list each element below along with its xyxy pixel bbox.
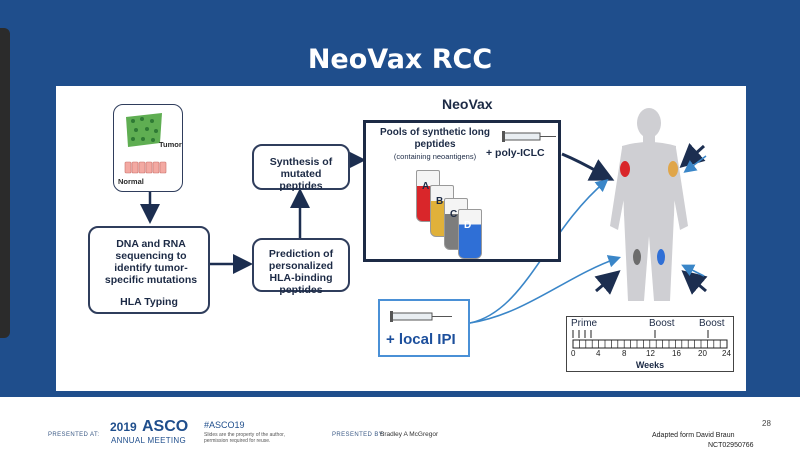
vial-c-label: C [450,209,458,220]
arrow-right-arm-blue [683,155,707,173]
timeline-axis [572,330,728,349]
hla-typing-text: HLA Typing [120,296,178,308]
boost-label-1: Boost [649,318,675,329]
credit-text: Adapted form David Braun [652,432,735,439]
syringe-icon [502,131,556,142]
disclaimer-line-1: Slides are the property of the author, [204,432,285,438]
schedule-timeline: Prime Boost Boost 0 4 [566,316,734,372]
vial-d-label: D [464,220,472,231]
slide-footer: PRESENTED AT: 2019 ASCO ANNUAL MEETING #… [0,397,800,457]
human-body-icon [610,108,688,301]
prediction-text: Prediction of personalized HLA-binding p… [268,248,334,296]
slide-title: NeoVax RCC [307,44,493,75]
vial-b-label: B [436,196,444,207]
tick-label: 4 [596,349,601,358]
presented-at-label: PRESENTED AT: [48,432,100,438]
arrow-right-thigh-blue [681,264,705,277]
pools-subtitle: (containing neoantigens) [393,152,477,161]
poly-iclc-label: + poly-ICLC [486,147,545,159]
local-ipi-label: + local IPI [386,331,456,348]
meeting-org: ASCO [142,418,189,435]
tick-label: 12 [646,349,655,358]
arrow-left-thigh-dark [594,270,621,295]
prime-label: Prime [571,318,598,329]
sequencing-box: DNA and RNA sequencing to identify tumor… [88,226,210,314]
normal-cells-icon [124,161,167,174]
synthesis-box: Synthesis of mutated peptides [252,144,350,192]
neovax-box: Pools of synthetic long peptides (contai… [363,120,561,262]
arrow-neovax-to-arm [561,152,615,181]
boost-label-2: Boost [699,318,725,329]
trial-id: NCT02950766 [708,442,754,449]
disclaimer-line-2: permission required for reuse. [204,438,271,444]
meeting-year: 2019 [110,420,137,434]
meeting-name: ANNUAL MEETING [111,436,187,445]
pools-title: Pools of synthetic long peptides [379,127,490,150]
normal-label: Normal [118,177,144,186]
diagram-panel: Tumor Normal DNA and RNA sequencing to i… [56,86,746,391]
synthesis-text: Synthesis of mutated peptides [269,156,333,192]
neovax-label: NeoVax [442,96,493,112]
presenter-name: Bradley A McGregor [380,431,439,438]
arrow-right-thigh-dark [681,270,708,295]
weeks-label: Weeks [635,360,665,370]
local-ipi-box: + local IPI [378,299,470,357]
arrow-ipi-to-body [469,178,609,324]
tumor-label: Tumor [159,140,182,149]
cells-box: Tumor Normal [113,104,183,192]
hashtag: #ASCO19 [204,420,245,430]
tick-label: 0 [571,349,576,358]
prediction-box: Prediction of personalized HLA-binding p… [252,238,350,296]
tick-label: 8 [622,349,627,358]
presented-by-label: PRESENTED BY: [332,432,385,438]
vial-d: D [458,209,482,259]
arrow-ipi-to-thigh [469,255,622,324]
syringe-icon [390,311,452,322]
sequencing-text: DNA and RNA sequencing to identify tumor… [104,238,198,286]
vial-a-label: A [422,181,430,192]
tumor-cells-icon [126,113,162,147]
page-number: 28 [762,419,771,428]
tick-label: 24 [722,349,731,358]
window-bezel [0,28,10,338]
tick-label: 20 [698,349,707,358]
tick-label: 16 [672,349,681,358]
flow-arrows [140,143,708,324]
